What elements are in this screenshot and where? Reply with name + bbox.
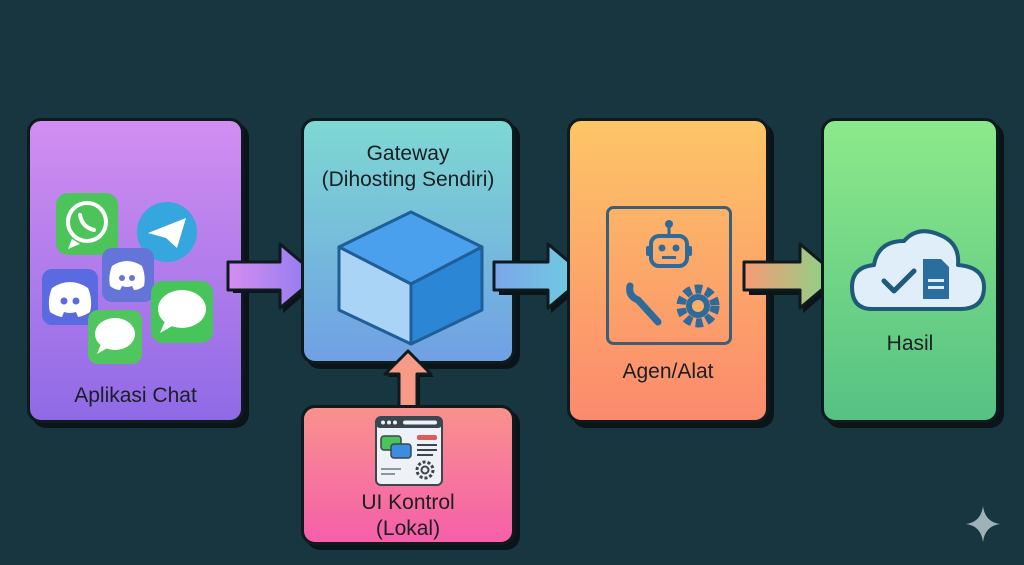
gateway-label: Gateway bbox=[366, 142, 450, 165]
imessage-icon bbox=[88, 310, 142, 364]
arrow-agents-to-results bbox=[742, 242, 841, 313]
arrow-control-to-gateway bbox=[383, 349, 434, 411]
control-panel-icon bbox=[375, 416, 443, 486]
results-node: Hasil bbox=[821, 118, 999, 423]
control-ui-label: UI Kontrol bbox=[361, 491, 455, 514]
gateway-sublabel: (Dihosting Sendiri) bbox=[321, 168, 495, 191]
wrench-icon bbox=[626, 282, 662, 326]
cube-icon bbox=[337, 210, 484, 346]
chat-apps-label: Aplikasi Chat bbox=[74, 384, 197, 407]
sparkle-icon bbox=[966, 506, 1000, 542]
arrow-chat-to-gateway bbox=[226, 242, 321, 313]
gateway-node: Gateway (Dihosting Sendiri) bbox=[301, 118, 515, 364]
agents-tools-node: Agen/Alat bbox=[567, 118, 769, 423]
discord-icon bbox=[42, 269, 98, 325]
whatsapp-icon bbox=[56, 193, 118, 255]
cloud-check-document-icon bbox=[850, 229, 986, 311]
robot-icon bbox=[646, 220, 692, 268]
telegram-icon bbox=[137, 202, 197, 262]
discord-icon bbox=[102, 248, 154, 302]
chat-app-icons bbox=[42, 193, 213, 364]
control-ui-sublabel: (Lokal) bbox=[375, 517, 441, 540]
agent-tools-icon-frame bbox=[606, 206, 732, 345]
results-label: Hasil bbox=[886, 332, 934, 355]
gear-icon bbox=[676, 284, 720, 328]
control-ui-node: UI Kontrol (Lokal) bbox=[301, 405, 515, 545]
chat-apps-node: Aplikasi Chat bbox=[27, 118, 244, 423]
imessage-icon bbox=[151, 281, 213, 343]
agents-tools-label: Agen/Alat bbox=[622, 360, 714, 383]
